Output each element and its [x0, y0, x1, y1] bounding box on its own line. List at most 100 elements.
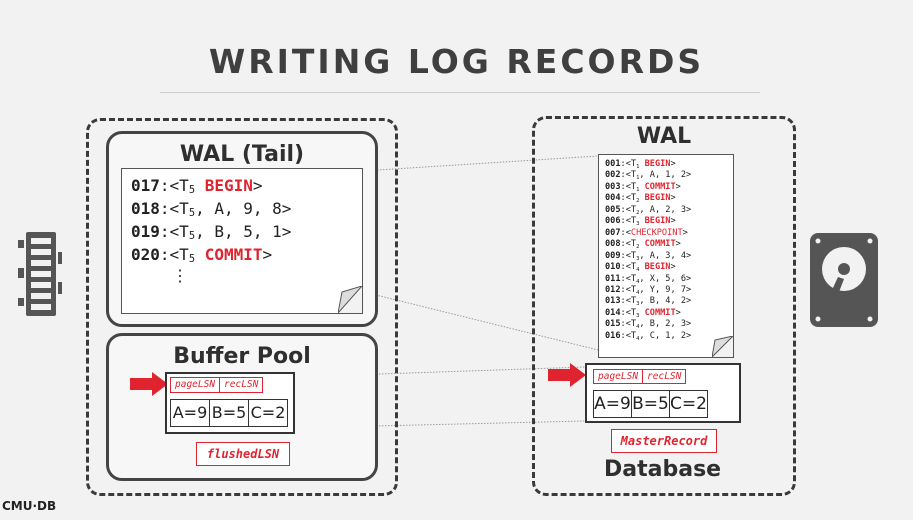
log-record-lsn: 012 [605, 284, 621, 295]
log-record-part: 1 [636, 186, 640, 193]
disk-region [532, 116, 796, 496]
log-record-part: 5 [188, 230, 196, 242]
log-record-lsn: 006 [605, 216, 621, 227]
log-record: 015:<T4, B, 2, 3> [605, 319, 691, 330]
disk-wal-title: WAL [636, 124, 692, 149]
log-record-part: 4 [636, 267, 640, 274]
log-record-part: COMMIT [644, 239, 676, 250]
log-record: 012:<T4, Y, 9, 7> [605, 285, 691, 296]
disk-wal-records: 001:<T1 BEGIN>002:<T1, A, 1, 2>003:<T1 C… [605, 159, 691, 342]
log-record-lsn: 014 [605, 307, 621, 318]
wal-tail-ellipsis: ⋮ [172, 266, 188, 285]
log-record: 014:<T3 COMMIT> [605, 308, 691, 319]
log-record-part: :<T [620, 319, 637, 330]
log-record-part: 4 [636, 278, 640, 285]
disk-page-cells: A=9 B=5 C=2 [593, 390, 708, 418]
log-record-part: :<T [620, 262, 637, 273]
disk-wal-log: 001:<T1 BEGIN>002:<T1, A, 1, 2>003:<T1 C… [598, 154, 734, 358]
disk-cell-b: B=5 [631, 391, 669, 417]
log-record-part: , B, 4, 2> [639, 296, 692, 307]
buffer-cell-b: B=5 [209, 400, 248, 426]
log-record-part: :<T [620, 159, 637, 169]
buffer-page-lsn-field: pageLSN [175, 379, 216, 390]
memory-region [86, 118, 398, 496]
log-record: 003:<T1 COMMIT> [605, 182, 691, 193]
buffer-cell-a: A=9 [172, 403, 208, 422]
log-record-part: 5 [188, 184, 196, 196]
log-record-part: :<T [620, 239, 637, 250]
log-record-lsn: 015 [605, 319, 621, 330]
log-record-lsn: 017 [131, 176, 160, 195]
log-record-lsn: 002 [605, 170, 621, 181]
log-record-part: :<T [620, 170, 637, 181]
log-record-part: 5 [188, 253, 196, 265]
log-record-part: :<T [620, 296, 637, 307]
log-record: 001:<T1 BEGIN> [605, 159, 691, 170]
log-record-lsn: 005 [605, 204, 621, 215]
log-record-part: BEGIN [644, 159, 671, 169]
buffer-pool-page: pageLSN recLSN A=9 B=5 C=2 [165, 372, 295, 434]
log-record-part: COMMIT [644, 181, 676, 192]
slide-title: WRITING LOG RECORDS [208, 42, 705, 81]
log-record-part: 2 [636, 209, 640, 216]
log-record-part: 1 [636, 164, 640, 170]
log-record-part: 2 [636, 244, 640, 251]
log-record-part: , B, 2, 3> [639, 319, 692, 330]
log-record-lsn: 013 [605, 296, 621, 307]
brand-logo-text: CMU·DB [2, 499, 57, 513]
hard-disk-icon [810, 233, 878, 327]
log-record-part: 3 [636, 312, 640, 319]
log-record: 002:<T1, A, 1, 2> [605, 170, 691, 181]
disk-page: pageLSN recLSN A=9 B=5 C=2 [585, 363, 741, 423]
log-record-part: 2 [636, 198, 640, 205]
flushed-lsn-box: flushedLSN [196, 442, 290, 466]
log-record: 006:<T3 BEGIN> [605, 216, 691, 227]
disk-cell-c: C=2 [669, 391, 707, 417]
log-record: 020:<T5 COMMIT> [131, 245, 291, 268]
buffer-rec-lsn-field: recLSN [219, 378, 262, 392]
log-record-lsn: 003 [605, 181, 621, 192]
log-record-part: 3 [636, 255, 640, 262]
log-record: 005:<T2, A, 2, 3> [605, 205, 691, 216]
log-record-lsn: 007 [605, 227, 621, 238]
log-record-part: > [675, 307, 681, 318]
log-record-part: :<T [159, 222, 189, 241]
log-record-part: , B, 5, 1> [195, 222, 292, 241]
log-record-part: > [252, 176, 263, 195]
log-record-part: :<T [620, 307, 637, 318]
title-divider [160, 92, 760, 93]
log-record-part: 4 [636, 324, 640, 331]
log-record: 019:<T5, B, 5, 1> [131, 222, 291, 245]
log-record-part: :<T [620, 250, 637, 261]
log-record-part [195, 245, 205, 264]
brand-logo: CMU·DB [2, 499, 56, 513]
log-record: 008:<T2 COMMIT> [605, 239, 691, 250]
log-record-part: COMMIT [644, 307, 676, 318]
wal-tail-log: 017:<T5 BEGIN>018:<T5, A, 9, 8>019:<T5, … [121, 168, 363, 314]
log-record: 010:<T4 BEGIN> [605, 262, 691, 273]
log-record-part [195, 176, 205, 195]
log-record-part: :<T [620, 193, 637, 204]
log-record: 004:<T2 BEGIN> [605, 193, 691, 204]
log-record-part: , A, 9, 8> [195, 199, 292, 218]
wal-tail-title: WAL (Tail) [179, 142, 305, 167]
log-record-part: , X, 5, 6> [639, 273, 692, 284]
disk-page-lsn-field: pageLSN [598, 371, 639, 382]
ram-chip-icon [18, 232, 62, 316]
log-record: 013:<T3, B, 4, 2> [605, 296, 691, 307]
log-record-part: > [262, 245, 273, 264]
log-record-lsn: 011 [605, 273, 621, 284]
log-record: 017:<T5 BEGIN> [131, 176, 291, 199]
log-record-part: :<T [620, 273, 637, 284]
log-record-part: , A, 2, 3> [639, 204, 692, 215]
log-record-part: :<T [620, 330, 637, 341]
log-record-lsn: 008 [605, 239, 621, 250]
log-record-part: BEGIN [644, 262, 671, 273]
buffer-page-header: pageLSN recLSN [170, 377, 264, 393]
log-record-part: > [675, 181, 681, 192]
log-record-part: :<T [159, 176, 189, 195]
database-label: Database [604, 457, 722, 482]
log-record-part: > [670, 216, 676, 227]
log-record-part: :<T [159, 245, 189, 264]
